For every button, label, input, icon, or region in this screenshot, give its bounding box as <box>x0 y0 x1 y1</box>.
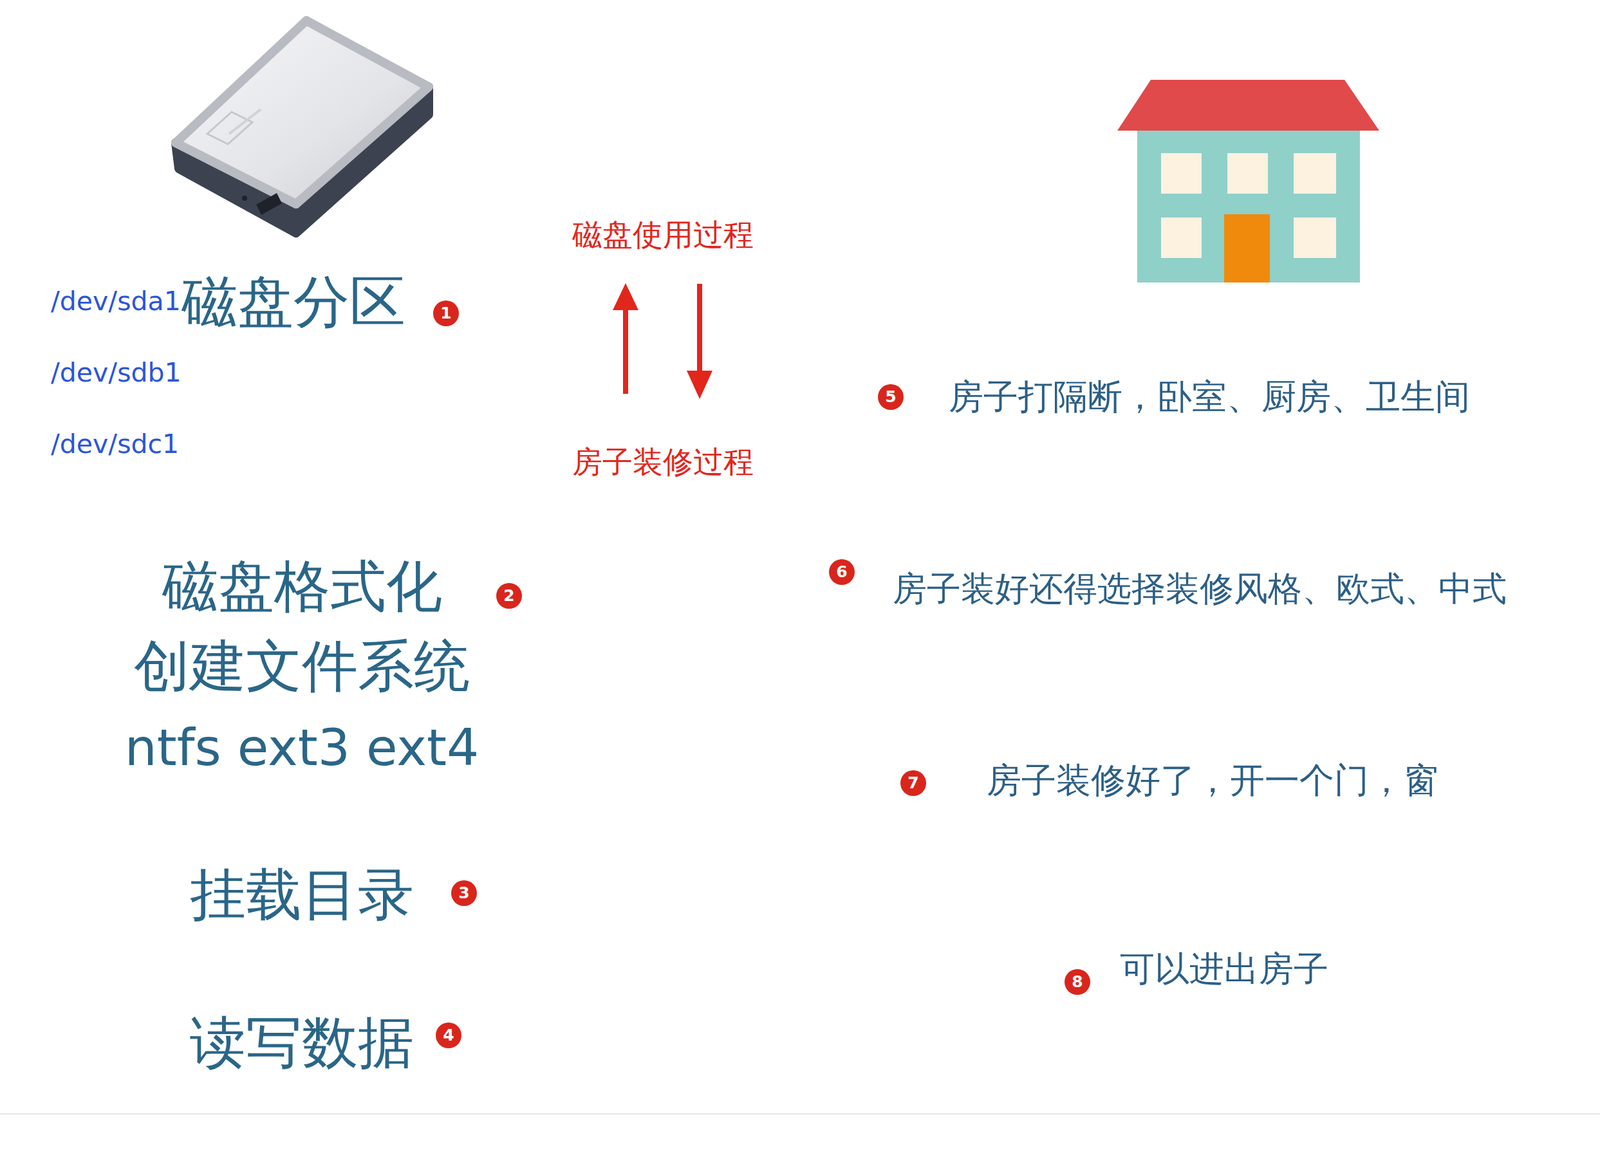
callout-number: 1 <box>440 303 452 324</box>
callout-number: 3 <box>458 883 470 903</box>
house-step: 房子打隔断，卧室、厨房、卫生间 <box>948 376 1470 419</box>
device-name: /dev/sdc1 <box>50 428 179 461</box>
process-arrows <box>612 283 713 400</box>
filesystem-list: ntfs ext3 ext4 <box>124 717 480 779</box>
bottom-rule <box>0 1113 1600 1115</box>
process-label: 房子装修过程 <box>572 444 754 481</box>
step-title: 挂载目录 <box>189 861 414 929</box>
process-label: 磁盘使用过程 <box>572 216 754 253</box>
hard-disk <box>175 20 429 233</box>
step-title: 磁盘格式化 <box>162 552 443 620</box>
device-name: /dev/sdb1 <box>50 357 182 389</box>
device-name: /dev/sda1 <box>50 285 181 318</box>
house <box>1117 79 1380 283</box>
house-step: 可以进出房子 <box>1119 948 1329 991</box>
callout-number: 6 <box>836 562 847 582</box>
callout-number: 2 <box>503 586 515 606</box>
callout-number: 8 <box>1071 972 1083 992</box>
step-title: 读写数据 <box>189 1009 414 1077</box>
house-step: 房子装修好了，开一个门，窗 <box>986 760 1439 802</box>
step-title: 创建文件系统 <box>133 632 470 700</box>
step-title: 磁盘分区 <box>181 268 406 336</box>
house-step: 房子装好还得选择装修风格、欧式、中式 <box>892 568 1507 610</box>
callout-number: 7 <box>907 773 919 793</box>
callout-number: 4 <box>442 1025 454 1046</box>
callout-number: 5 <box>884 387 896 407</box>
